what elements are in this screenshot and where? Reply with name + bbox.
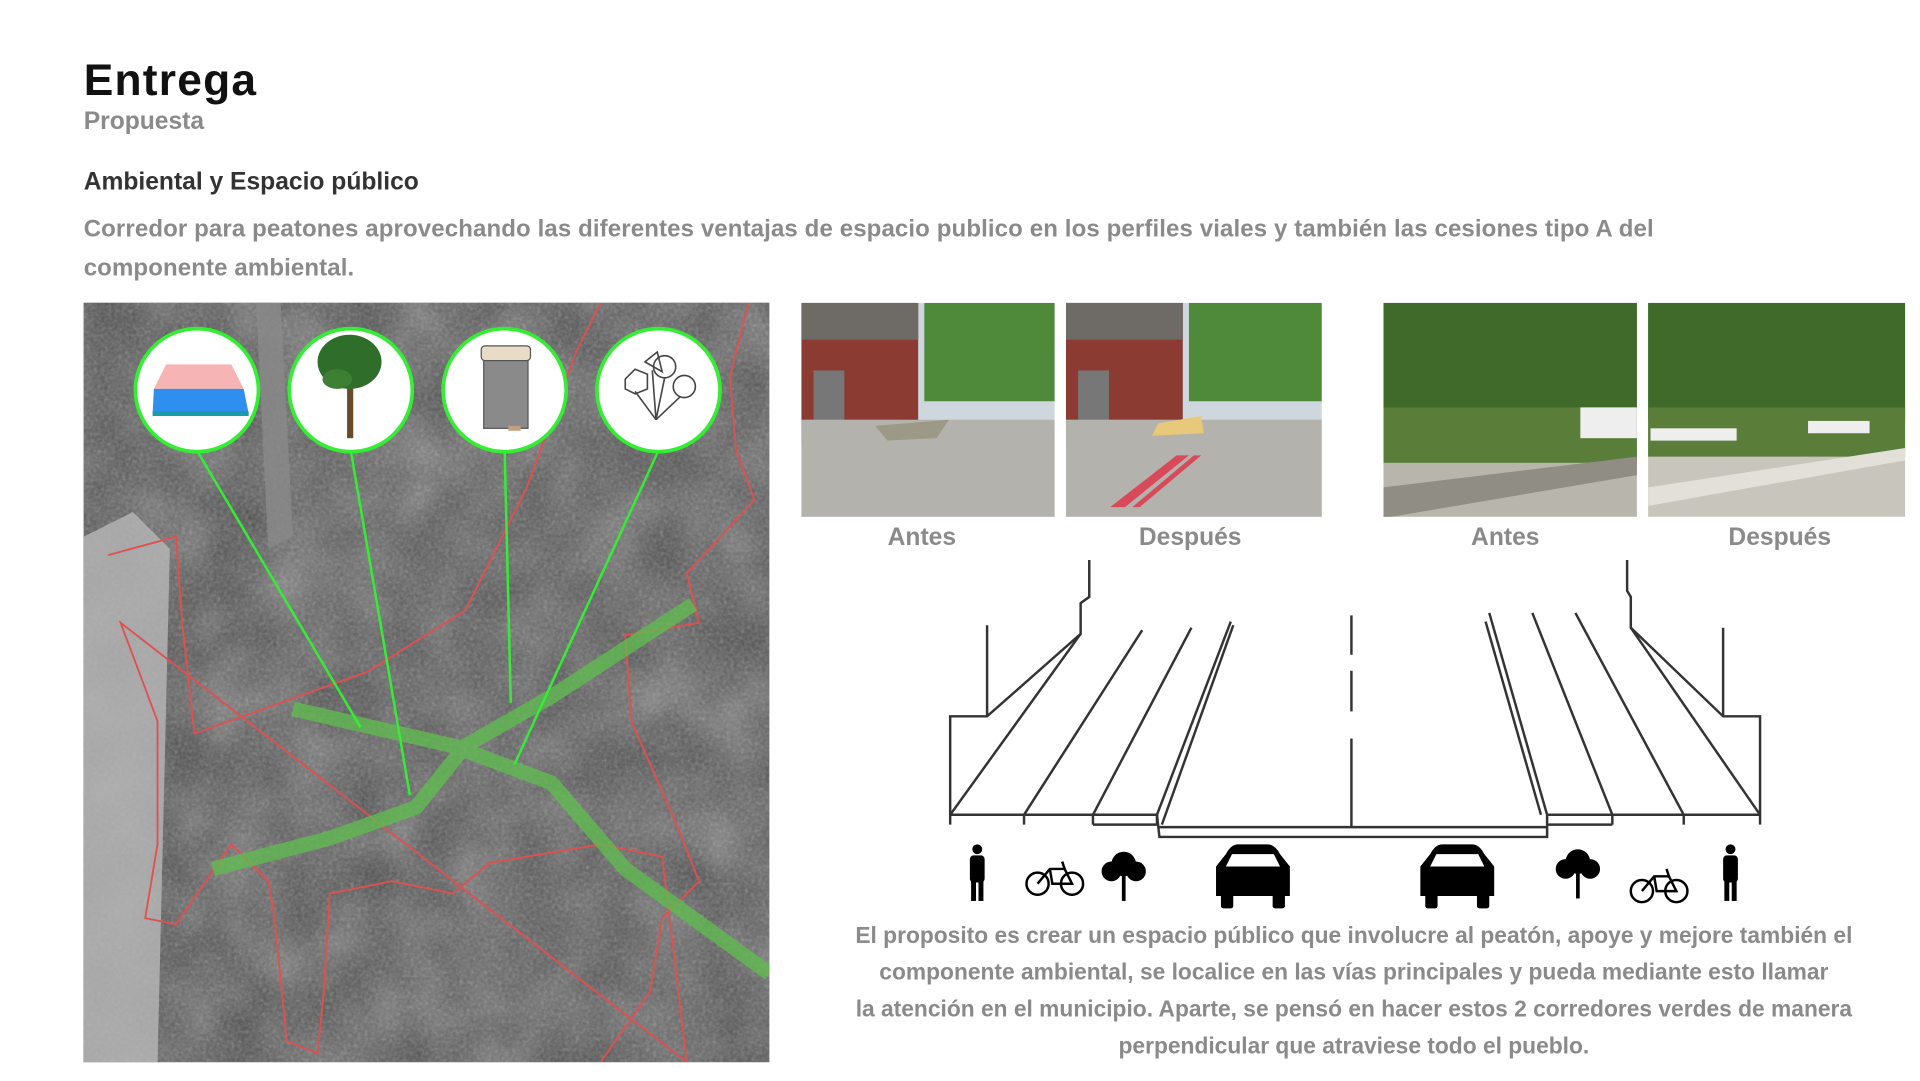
road-profile-diagram: [948, 560, 1762, 909]
photo-caption: Después: [1728, 524, 1832, 552]
bicycle-icon: [1025, 861, 1085, 897]
river: [83, 512, 170, 1063]
closing-paragraph: El proposito es crear un espacio público…: [806, 917, 1901, 1065]
photo-park-after: [1648, 302, 1906, 517]
pedestrian-icon: [969, 844, 985, 901]
photo-caption: Antes: [1471, 524, 1540, 552]
closing-line: El proposito es crear un espacio público…: [855, 921, 1853, 948]
runway: [256, 302, 293, 549]
trash-bin-icon: [480, 345, 532, 431]
photo-caption: Antes: [887, 524, 957, 552]
callout-lines: [195, 449, 660, 796]
pavement-layer-icon: [153, 364, 244, 389]
tree-icon: [1555, 849, 1601, 899]
closing-line: perpendicular que atraviese todo el pueb…: [1118, 1032, 1590, 1059]
photo-street-before: [801, 302, 1055, 517]
car-icon: [1420, 844, 1495, 909]
tree-icon: [317, 334, 382, 439]
car-icon: [1216, 844, 1290, 909]
closing-line: la atención en el municipio. Aparte, se …: [855, 995, 1853, 1022]
photo-street-after: [1065, 302, 1322, 517]
photo-park-before: [1383, 302, 1637, 517]
tree-icon: [1101, 851, 1146, 901]
icon-pavement-circle: [133, 326, 261, 454]
closing-line: componente ambiental, se localice en las…: [879, 958, 1829, 985]
icon-tree-circle: [287, 326, 415, 454]
photo-caption: Después: [1138, 524, 1242, 552]
satellite-map: [83, 302, 770, 1063]
section-heading: Ambiental y Espacio público: [83, 168, 419, 196]
icon-signs-circle: [595, 326, 722, 454]
pedestrian-icon: [1723, 844, 1738, 901]
bicycle-icon: [1629, 868, 1689, 904]
section-description: Corredor para peatones aprovechando las …: [83, 215, 1654, 282]
page-subtitle: Propuesta: [83, 108, 205, 136]
street-signs-icon: [624, 350, 697, 421]
page-title: Entrega: [83, 54, 258, 105]
icon-bin-circle: [441, 326, 569, 454]
